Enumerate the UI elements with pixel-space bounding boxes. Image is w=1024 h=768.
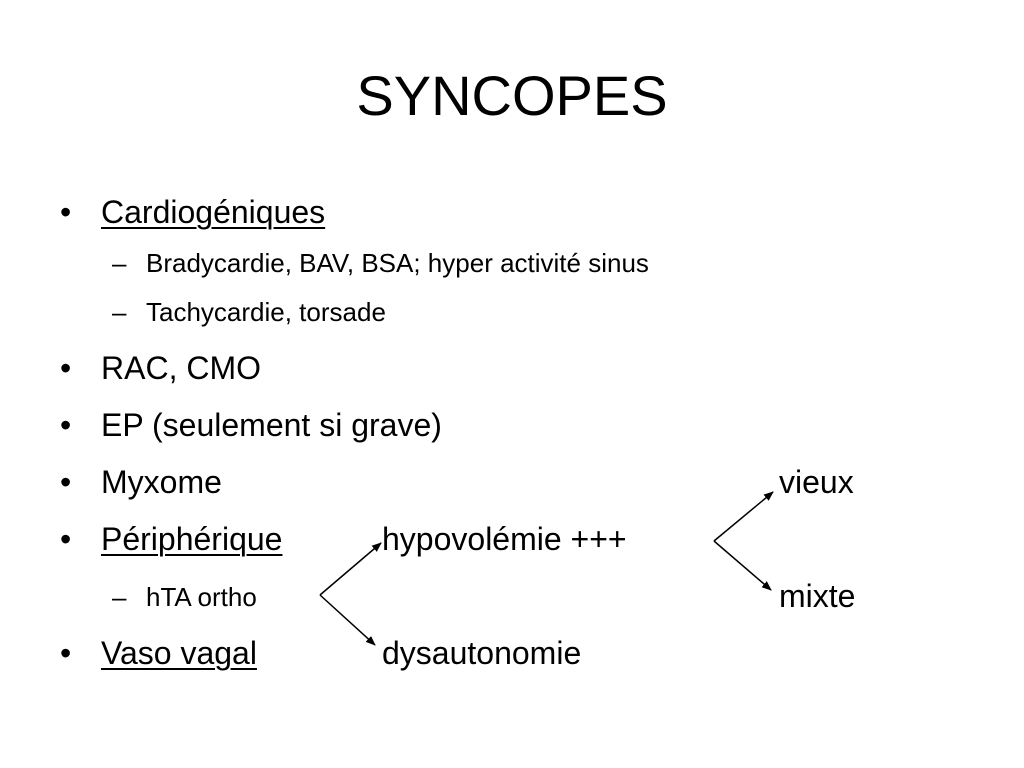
bullet-icon: • [60,464,72,500]
annotation-hypovolemie: hypovolémie +++ [382,521,627,557]
subitem-tachycardie: Tachycardie, torsade [146,297,386,327]
bullet-rac-cmo: RAC, CMO [101,350,261,386]
arrow-to-dysautonomie [319,594,376,646]
arrow-to-hypovolemie [319,542,382,596]
slide-title: SYNCOPES [356,64,668,127]
bullet-vaso-vagal: Vaso vagal [101,635,257,671]
bullet-cardiogeniques: Cardiogéniques [101,194,326,230]
bullet-icon: • [60,350,72,386]
subitem-bradycardie: Bradycardie, BAV, BSA; hyper activité si… [146,248,649,278]
bullet-ep: EP (seulement si grave) [101,407,442,443]
dash-icon: – [112,248,127,278]
annotation-dysautonomie: dysautonomie [382,635,582,671]
arrow-to-vieux [713,491,774,542]
arrow-to-mixte [713,540,772,591]
bullet-icon: • [60,521,72,557]
dash-icon: – [112,582,127,612]
bullet-peripherique: Périphérique [101,521,283,557]
subitem-hta-ortho: hTA ortho [146,582,257,612]
dash-icon: – [112,297,127,327]
bullet-icon: • [60,635,72,671]
annotation-mixte: mixte [779,578,856,614]
annotation-vieux: vieux [779,464,854,500]
bullet-icon: • [60,194,72,230]
bullet-myxome: Myxome [101,464,222,500]
bullet-icon: • [60,407,72,443]
